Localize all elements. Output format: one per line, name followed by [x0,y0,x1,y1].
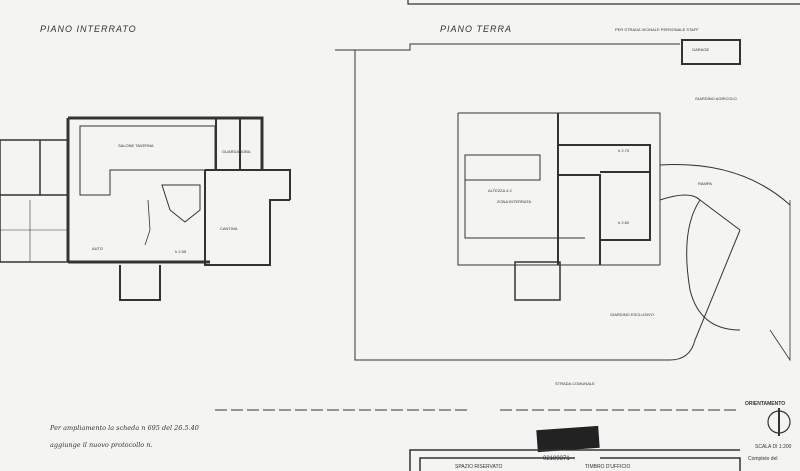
top-note: PER STRADA VICINALE PERSONALE STAFF [615,27,699,32]
room-label: h 2.60 [618,220,630,225]
room-label: GUARDAROBA [222,149,251,154]
scale-label: SCALA DI 1:200 [755,444,792,450]
barcode-stamp: 02189371 [536,425,600,462]
right-plan-title: PIANO TERRA [440,24,512,34]
room-label: STRADA COMUNALE [555,381,595,386]
stamp-code: 02189371 [543,456,570,462]
room-label: RAMPA [698,181,712,186]
north-arrow-icon [767,408,791,436]
room-label: h 2.70 [618,148,630,153]
basement-plan: SALONE TAVERNA GUARDAROBA CANTINA AUTO h… [0,116,291,301]
sheet-frame-top [407,0,800,5]
room-label: AUTO [92,246,103,251]
footer-reserved: SPAZIO RISERVATO [455,464,502,470]
room-label: CANTINA [220,226,238,231]
footer-stamp: TIMBRO D'UFFICIO [585,464,631,470]
room-label: ALTEZZA 4.2 [488,188,512,193]
room-label: GIARDINO AGRICOLO [695,96,737,101]
room-label: GARAGE [692,47,709,52]
room-label: ZONA INTERRATA [497,199,531,204]
ground-floor-plan: GARAGE ALTEZZA 4.2 ZONA INTERRATA h 2.70… [335,39,791,386]
left-plan-title: PIANO INTERRATO [40,24,137,34]
footer-complete: Completo del [748,456,777,462]
room-label: GIARDINO ESCLUSIVO [610,312,654,317]
orientation-label: ORIENTAMENTO [745,401,785,407]
handwritten-note-line1: Per ampliamento la scheda n 695 del 26.5… [49,424,199,432]
room-label: h 2.55 [175,249,187,254]
room-label: SALONE TAVERNA [118,143,154,148]
handwritten-note-line2: aggiunge il nuovo protocollo n. [50,441,153,449]
